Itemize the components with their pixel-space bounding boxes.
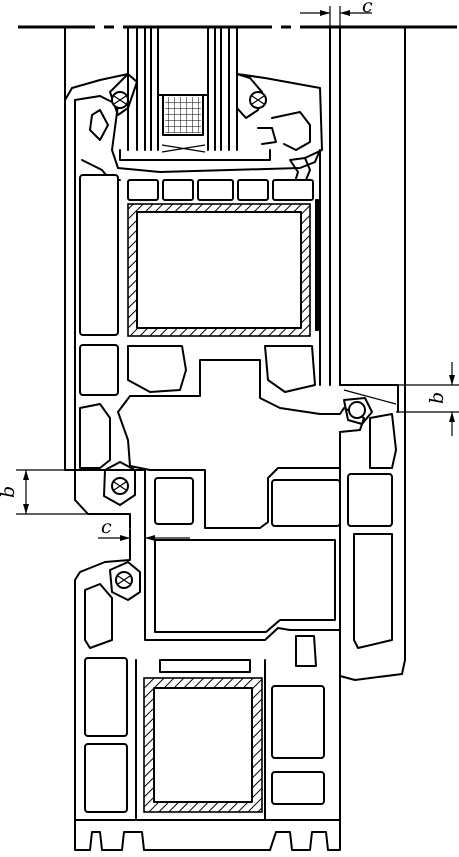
lower-sash-profile [64, 469, 341, 821]
seal-top-right [236, 73, 267, 119]
dimension-c-top-label: c [362, 0, 373, 17]
middle-chambers [79, 344, 316, 469]
right-frame-chambers [339, 413, 397, 669]
dimension-b-left-label: b [0, 486, 19, 498]
seal-top-left [109, 73, 138, 116]
glazing-unit [127, 26, 238, 153]
central-block [117, 359, 365, 529]
upper-chambers [79, 174, 319, 336]
seal-middle-left [103, 461, 136, 506]
dimension-c-left [98, 514, 190, 544]
seal-lower-left [109, 561, 141, 601]
dimension-b-left [16, 469, 88, 515]
steel-reinforcement-upper [127, 203, 311, 337]
steel-reinforcement-lower [135, 659, 266, 821]
dimension-b-right [396, 362, 459, 436]
outer-frame [329, 26, 406, 681]
seal-middle-right [343, 397, 373, 425]
dimension-b-right-label: b [426, 392, 448, 404]
bottom-profile [74, 667, 341, 851]
sash-profile [64, 26, 323, 471]
dimension-c-top [300, 6, 372, 27]
lower-chambers [84, 583, 325, 813]
dimension-c-left-label: c [101, 516, 112, 538]
